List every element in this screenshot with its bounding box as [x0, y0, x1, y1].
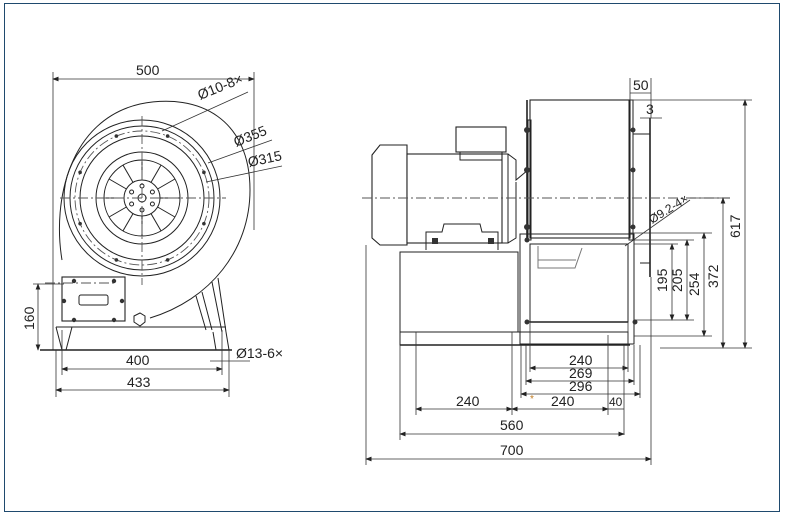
dim-base-spacing-left: 240	[456, 393, 480, 409]
dim-base-spacing-right: 240	[551, 393, 575, 409]
hub-bolt	[129, 189, 135, 195]
label-hole-callout: Ø10-8×	[195, 70, 245, 102]
dim-outlet-width-240: 240	[569, 352, 593, 368]
impeller-blade	[122, 213, 134, 232]
ring-hole	[165, 134, 170, 138]
impeller-blade	[150, 164, 162, 183]
ring-hole	[78, 170, 82, 175]
impeller-blade	[157, 206, 176, 218]
dim-overall-height: 617	[727, 214, 743, 238]
dim-outlet-width-296: 296	[569, 378, 593, 394]
dim-outlet-width-269: 269	[569, 365, 593, 381]
drawing-frame	[4, 3, 780, 512]
dim-flange-thickness: 3	[646, 101, 654, 117]
impeller-blade	[157, 178, 176, 190]
side-view: 50 3 Ø9.2-4× 617 372 254 205 195 24	[362, 77, 752, 465]
ring-hole	[114, 258, 119, 262]
ring-hole	[114, 134, 119, 138]
dim-base-length: 560	[500, 417, 524, 433]
dim-outlet-205: 205	[669, 268, 685, 292]
asterisk-mark: *	[530, 394, 534, 405]
ring-hole	[202, 221, 206, 226]
ring-hole	[165, 258, 170, 262]
dim-outlet-195: 195	[654, 268, 670, 292]
hub-bolt	[149, 201, 155, 207]
impeller-blade	[108, 206, 127, 218]
impeller-blade	[108, 178, 127, 190]
label-inlet-diameter: Ø315	[246, 147, 283, 170]
hub-bolt	[129, 201, 135, 207]
dim-overall-width: 500	[136, 62, 160, 78]
dim-foot-hole-spacing: 400	[126, 352, 150, 368]
impeller-blade	[150, 213, 162, 232]
front-view: 500 Ø10-8× Ø355 Ø315	[21, 62, 283, 397]
ring-hole	[202, 170, 206, 175]
label-bolt-circle: Ø355	[231, 122, 269, 150]
dim-outlet-254: 254	[686, 272, 702, 296]
hub-bolt	[149, 189, 155, 195]
dim-base-width: 433	[127, 374, 151, 390]
dim-base-offset: 40	[609, 395, 623, 409]
impeller-blade	[122, 164, 134, 183]
label-flange-hole-callout: Ø9.2-4×	[646, 192, 690, 227]
dim-overall-length: 700	[500, 442, 524, 458]
label-foot-hole-callout: Ø13-6×	[236, 345, 283, 361]
dim-flange-width: 50	[633, 77, 649, 93]
ring-hole	[78, 221, 82, 226]
dim-outlet-height: 160	[21, 306, 37, 330]
dim-axis-height: 372	[705, 264, 721, 288]
